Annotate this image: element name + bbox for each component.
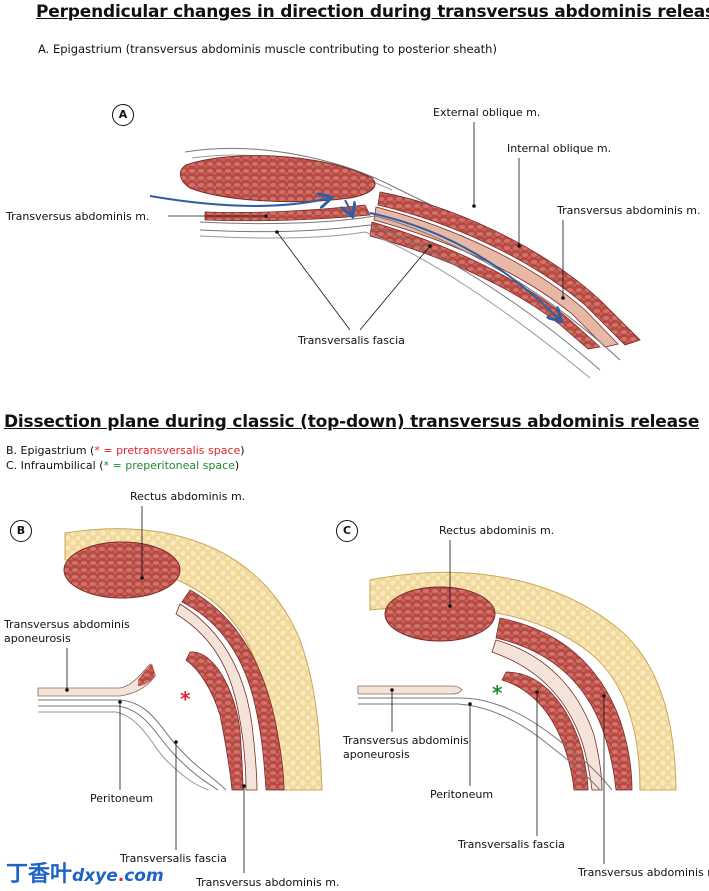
panel-b-marker: B bbox=[10, 520, 32, 542]
panel-a-caption: A. Epigastrium (transversus abdominis mu… bbox=[38, 42, 497, 56]
legend-b-star: * = pretransversalis space bbox=[94, 444, 241, 457]
label-aponeurosis-c-1: Transversus abdominis bbox=[343, 734, 469, 747]
watermark-en: dxye bbox=[72, 866, 118, 886]
panel-c-drawing bbox=[357, 540, 677, 864]
label-transversus-a-right: Transversus abdominis m. bbox=[557, 204, 701, 217]
label-peritoneum-b: Peritoneum bbox=[90, 792, 154, 805]
label-rectus-b: Rectus abdominis m. bbox=[130, 490, 246, 503]
label-transversalis-fascia-c: Transversalis fascia bbox=[458, 838, 565, 851]
label-aponeurosis-b-1: Transversus abdominis bbox=[4, 618, 130, 631]
panel-a-drawing bbox=[149, 122, 641, 379]
watermark-cn: 丁香叶 bbox=[6, 862, 73, 887]
label-transversalis-fascia-b: Transversalis fascia bbox=[120, 852, 227, 865]
legend-c-star: * = preperitoneal space bbox=[103, 459, 235, 472]
watermark-dot: . bbox=[117, 866, 125, 886]
legend-c-suffix: ) bbox=[234, 459, 240, 472]
watermark-logo: 丁香叶dxye.com bbox=[6, 856, 164, 888]
legend-c: C. Infraumbilical (* = preperitoneal spa… bbox=[6, 459, 239, 472]
label-internal-oblique: Internal oblique m. bbox=[507, 142, 612, 155]
label-aponeurosis-c-2: aponeurosis bbox=[343, 748, 410, 761]
star-b: * bbox=[180, 687, 191, 711]
watermark-com: com bbox=[124, 866, 164, 886]
label-external-oblique: External oblique m. bbox=[433, 106, 541, 119]
label-aponeurosis-b-2: aponeurosis bbox=[4, 632, 71, 645]
legend-b-prefix: B. Epigastrium ( bbox=[6, 444, 95, 457]
legend-b: B. Epigastrium (* = pretransversalis spa… bbox=[6, 444, 245, 457]
panel-a-marker: A bbox=[112, 104, 134, 126]
label-transversalis-fascia-a: Transversalis fascia bbox=[298, 334, 405, 347]
legend-b-suffix: ) bbox=[240, 444, 245, 457]
label-peritoneum-c: Peritoneum bbox=[430, 788, 494, 801]
title-bottom: Dissection plane during classic (top-dow… bbox=[4, 412, 700, 432]
title-top: Perpendicular changes in direction durin… bbox=[36, 2, 709, 22]
legend-c-prefix: C. Infraumbilical ( bbox=[6, 459, 104, 472]
panel-c-marker: C bbox=[336, 520, 358, 542]
label-transversus-a-left: Transversus abdominis m. bbox=[6, 210, 150, 223]
label-transversus-b: Transversus abdominis m. bbox=[196, 876, 340, 889]
panel-b-drawing bbox=[37, 506, 323, 873]
label-transversus-c: Transversus abdominis m. bbox=[578, 866, 709, 879]
star-c: * bbox=[492, 681, 503, 705]
label-rectus-c: Rectus abdominis m. bbox=[439, 524, 555, 537]
